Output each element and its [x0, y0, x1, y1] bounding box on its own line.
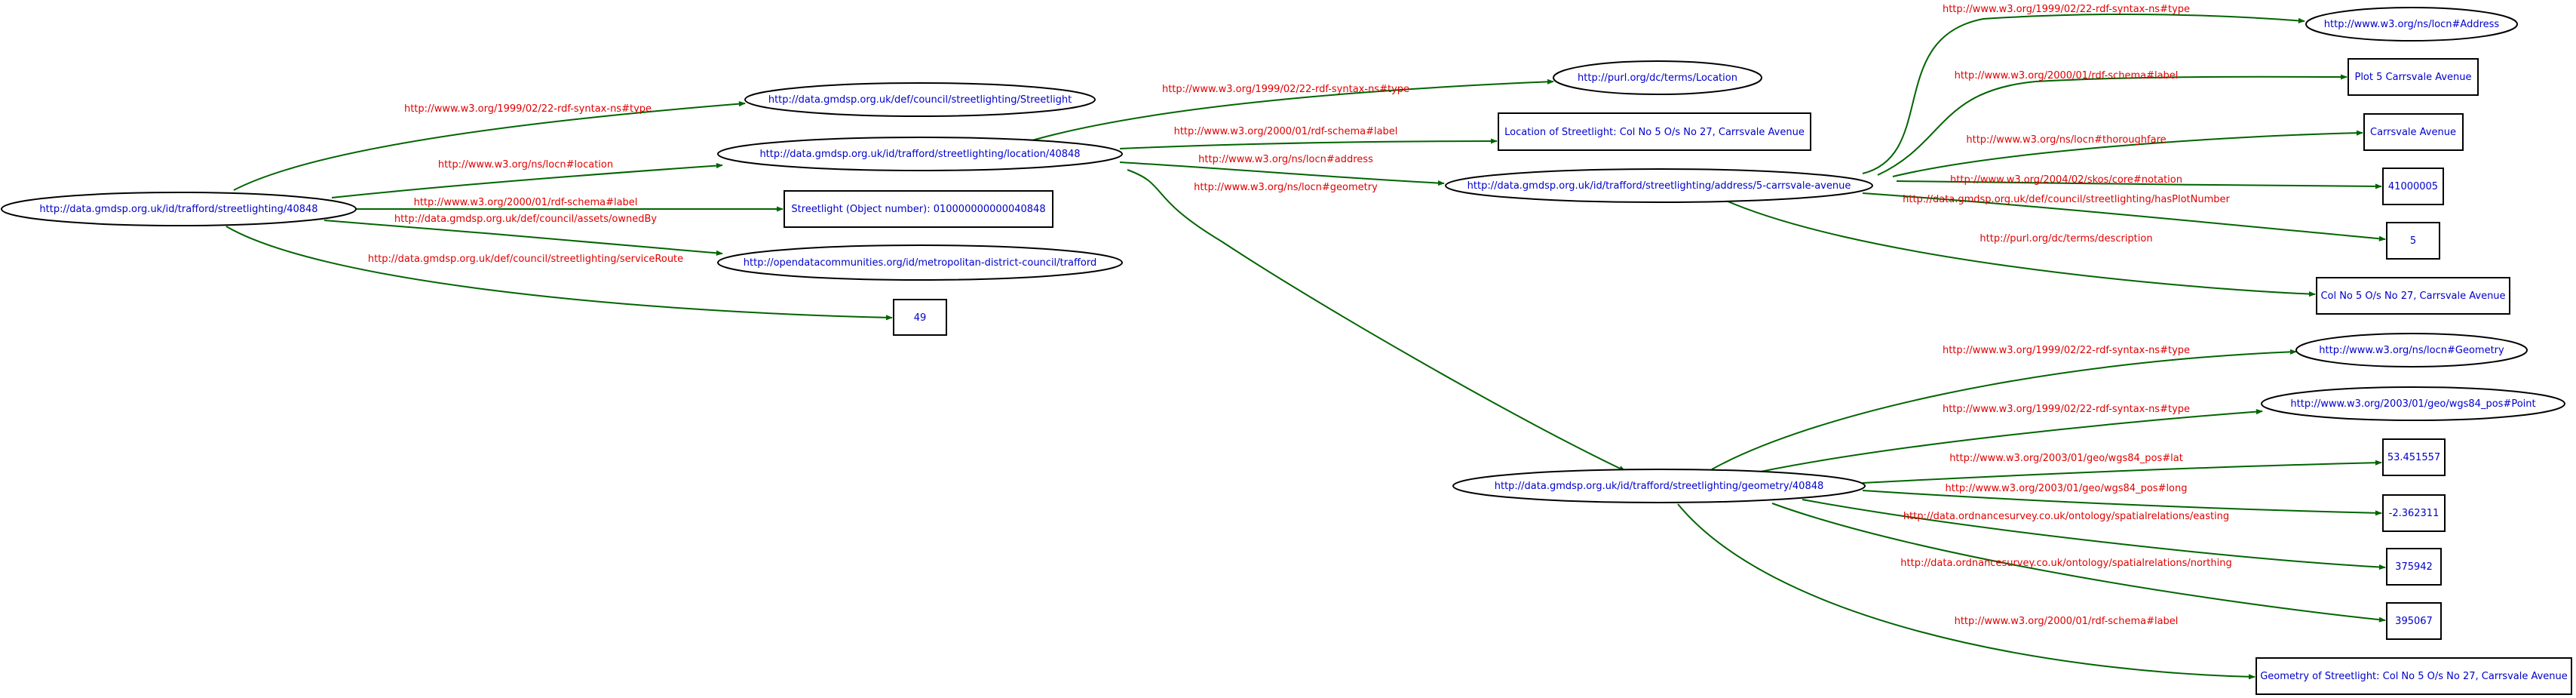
node-label: 53.451557 — [2387, 452, 2440, 463]
node-literal[interactable]: Streetlight (Object number): 01000000000… — [784, 190, 1053, 228]
node-resource[interactable]: http://opendatacommunities.org/id/metrop… — [717, 244, 1123, 281]
edge-line — [1862, 490, 2382, 516]
nodes: http://data.gmdsp.org.uk/id/trafford/str… — [1, 7, 2572, 695]
edge-label-rdf-type: http://www.w3.org/1999/02/22-rdf-syntax-… — [1943, 345, 2190, 356]
node-resource[interactable]: http://data.gmdsp.org.uk/id/trafford/str… — [1452, 469, 1866, 503]
node-literal[interactable]: -2.362311 — [2382, 494, 2446, 532]
node-label: 5 — [2410, 235, 2416, 247]
edge-line — [1119, 161, 1445, 186]
node-label: Streetlight (Object number): 01000000000… — [791, 204, 1045, 215]
edge-label-northing: http://data.ordnancesurvey.co.uk/ontolog… — [1900, 558, 2231, 569]
node-literal[interactable]: 49 — [893, 299, 947, 336]
node-label: Geometry of Streetlight: Col No 5 O/s No… — [2260, 671, 2568, 682]
node-label: 395067 — [2395, 616, 2433, 627]
node-label: 49 — [914, 312, 927, 324]
edge-label-rdfs-label: http://www.w3.org/2000/01/rdf-schema#lab… — [1955, 616, 2179, 627]
edge-line — [1719, 197, 2316, 297]
edge-label-dc-description: http://purl.org/dc/terms/description — [1980, 233, 2152, 244]
edge-line — [1862, 192, 2386, 241]
node-class[interactable]: http://data.gmdsp.org.uk/def/council/str… — [744, 82, 1096, 117]
edge-line — [233, 101, 746, 191]
edge-label-rdfs-label: http://www.w3.org/2000/01/rdf-schema#lab… — [1174, 126, 1398, 137]
node-label: http://data.gmdsp.org.uk/id/trafford/str… — [759, 149, 1080, 160]
edge-line — [1892, 130, 2363, 177]
edge-label-rdf-type: http://www.w3.org/1999/02/22-rdf-syntax-… — [1943, 4, 2190, 15]
edge-label-thoroughfare: http://www.w3.org/ns/locn#thoroughfare — [1966, 134, 2166, 146]
edge-label-geo-long: http://www.w3.org/2003/01/geo/wgs84_pos#… — [1946, 483, 2188, 494]
node-label: 375942 — [2395, 561, 2433, 573]
edge-label-locn-geometry: http://www.w3.org/ns/locn#geometry — [1194, 182, 1378, 193]
edge-line — [1896, 180, 2382, 189]
edges — [225, 14, 2386, 680]
node-class[interactable]: http://www.w3.org/2003/01/geo/wgs84_pos#… — [2261, 386, 2565, 421]
edge-line — [225, 226, 893, 321]
node-label: http://data.gmdsp.org.uk/id/trafford/str… — [39, 204, 317, 215]
node-label: http://data.gmdsp.org.uk/id/trafford/str… — [1467, 180, 1851, 192]
edge-label-skos-notation: http://www.w3.org/2004/02/skos/core#nota… — [1950, 174, 2182, 186]
node-label: http://www.w3.org/2003/01/geo/wgs84_pos#… — [2290, 398, 2535, 410]
node-label: http://www.w3.org/ns/locn#Geometry — [2319, 345, 2504, 356]
node-literal[interactable]: Plot 5 Carrsvale Avenue — [2348, 58, 2479, 96]
node-literal[interactable]: 375942 — [2386, 548, 2442, 586]
node-class[interactable]: http://purl.org/dc/terms/Location — [1553, 60, 1762, 95]
edge-line — [324, 220, 723, 256]
node-label: Col No 5 O/s No 27, Carrsvale Avenue — [2320, 291, 2505, 302]
node-literal[interactable]: 395067 — [2386, 602, 2442, 640]
node-label: 41000005 — [2388, 181, 2438, 192]
node-label: Plot 5 Carrsvale Avenue — [2354, 72, 2471, 83]
edge-label-rdfs-label: http://www.w3.org/2000/01/rdf-schema#lab… — [414, 197, 638, 208]
edge-line — [1119, 138, 1498, 149]
node-class[interactable]: http://www.w3.org/ns/locn#Geometry — [2295, 333, 2528, 367]
edge-label-rdf-type: http://www.w3.org/1999/02/22-rdf-syntax-… — [404, 103, 652, 115]
edge-label-locn-location: http://www.w3.org/ns/locn#location — [438, 159, 613, 171]
edge-line — [1021, 78, 1554, 144]
edge-label-rdf-type: http://www.w3.org/1999/02/22-rdf-syntax-… — [1943, 404, 2190, 415]
node-label: http://data.gmdsp.org.uk/def/council/str… — [768, 94, 1072, 106]
edge-line — [1802, 499, 2386, 570]
edge-labels: http://www.w3.org/1999/02/22-rdf-syntax-… — [368, 4, 2232, 627]
edge-line — [1677, 503, 2256, 680]
node-literal[interactable]: 41000005 — [2382, 168, 2444, 205]
edge-label-geo-lat: http://www.w3.org/2003/01/geo/wgs84_pos#… — [1949, 453, 2183, 464]
node-literal[interactable]: Col No 5 O/s No 27, Carrsvale Avenue — [2316, 277, 2510, 315]
node-resource[interactable]: http://data.gmdsp.org.uk/id/trafford/str… — [1, 192, 357, 226]
edge-line — [1862, 14, 2305, 174]
node-label: http://opendatacommunities.org/id/metrop… — [744, 257, 1096, 269]
node-literal[interactable]: Carrsvale Avenue — [2363, 113, 2464, 151]
edge-label-owned-by: http://data.gmdsp.org.uk/def/council/ass… — [394, 214, 657, 225]
edge-label-easting: http://data.ordnancesurvey.co.uk/ontolog… — [1903, 511, 2229, 522]
node-literal[interactable]: Location of Streetlight: Col No 5 O/s No… — [1498, 112, 1811, 151]
edge-line — [1127, 169, 1626, 472]
node-class[interactable]: http://www.w3.org/ns/locn#Address — [2305, 7, 2518, 42]
edge-label-rdfs-label: http://www.w3.org/2000/01/rdf-schema#lab… — [1955, 70, 2179, 81]
edge-label-locn-address: http://www.w3.org/ns/locn#address — [1198, 154, 1373, 165]
edge-line — [1771, 503, 2386, 623]
node-resource[interactable]: http://data.gmdsp.org.uk/id/trafford/str… — [717, 137, 1123, 171]
edge-line — [1749, 409, 2263, 475]
node-resource[interactable]: http://data.gmdsp.org.uk/id/trafford/str… — [1445, 168, 1873, 203]
node-literal[interactable]: 5 — [2386, 222, 2440, 260]
node-label: http://www.w3.org/ns/locn#Address — [2324, 19, 2500, 30]
edge-label-rdf-type: http://www.w3.org/1999/02/22-rdf-syntax-… — [1162, 84, 1409, 95]
node-literal[interactable]: Geometry of Streetlight: Col No 5 O/s No… — [2256, 657, 2572, 695]
node-label: http://purl.org/dc/terms/Location — [1578, 72, 1737, 84]
node-label: Carrsvale Avenue — [2370, 127, 2456, 138]
node-label: http://data.gmdsp.org.uk/id/trafford/str… — [1495, 481, 1824, 492]
edge-label-service-route: http://data.gmdsp.org.uk/def/council/str… — [368, 254, 683, 265]
edge-line — [331, 162, 723, 198]
edge-line — [1711, 349, 2297, 470]
edge-label-has-plot-number: http://data.gmdsp.org.uk/def/council/str… — [1903, 194, 2230, 205]
node-label: -2.362311 — [2389, 508, 2440, 519]
node-label: Location of Streetlight: Col No 5 O/s No… — [1504, 127, 1805, 138]
edge-line — [1877, 74, 2348, 176]
node-literal[interactable]: 53.451557 — [2382, 438, 2446, 476]
edge-line — [1862, 460, 2382, 484]
